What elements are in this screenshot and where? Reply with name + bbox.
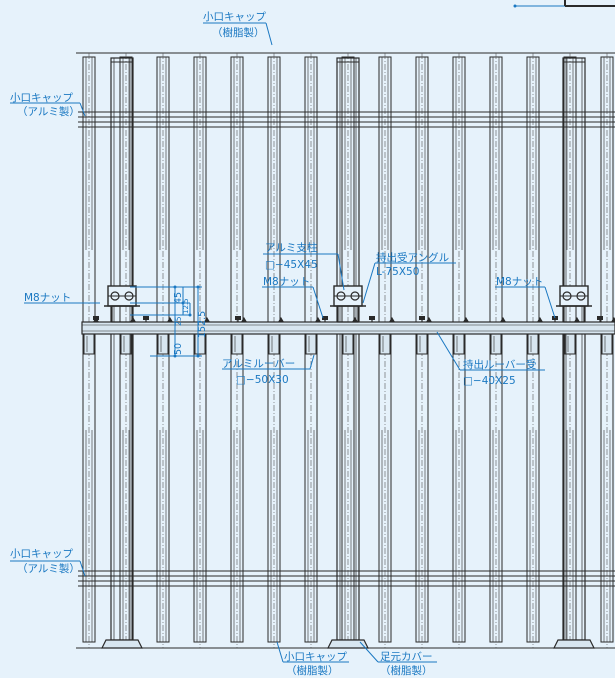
leader-lines — [10, 22, 556, 663]
m8-nut — [322, 316, 328, 320]
label-upper-cap-alu: 小口キャップ — [10, 92, 73, 104]
bolt-head — [352, 317, 358, 322]
foot-cover — [327, 639, 369, 649]
bolt-head — [278, 317, 284, 322]
louver-lower-tab — [83, 331, 95, 355]
m8-nut — [419, 316, 425, 320]
louver-lower-tab — [490, 331, 502, 355]
label-lower-cap-alu: 小口キャップ — [10, 548, 73, 560]
m8-nut — [597, 316, 603, 320]
m8-nut — [369, 316, 375, 320]
post-bracket — [556, 285, 592, 323]
bolt-head — [315, 317, 321, 322]
foot-cover — [101, 639, 143, 649]
louver-lower-tab — [342, 331, 354, 355]
label-lower-cap-alu-material: （アルミ製） — [17, 562, 80, 575]
label-angle-size: L-75X50 — [376, 266, 419, 278]
post-brackets — [104, 285, 592, 323]
louver-lower-tab — [601, 331, 613, 355]
label-top-cap-resin-material: （樹脂製） — [212, 26, 265, 39]
bolt-head — [426, 317, 432, 322]
label-bottom-cap-resin-material: （樹脂製） — [286, 664, 339, 677]
horizontal-rails — [78, 111, 615, 587]
label-m8-nut-center: M8ナット — [263, 276, 310, 288]
louver-lower-tab — [564, 331, 576, 355]
label-foot-cover: 足元カバー — [380, 651, 433, 663]
label-receiver-size: □−40X25 — [463, 375, 516, 387]
label-upper-cap-alu-material: （アルミ製） — [17, 105, 80, 118]
m8-nut — [235, 316, 241, 320]
post-bracket — [330, 285, 366, 323]
louver-lower-tab — [527, 331, 539, 355]
bolt-head — [463, 317, 469, 322]
louver-slat — [304, 53, 318, 648]
m8-nut — [93, 316, 99, 320]
bolt-head — [537, 317, 543, 322]
receiver-beam — [81, 321, 615, 335]
title-box-corner — [513, 0, 615, 8]
foot-covers — [101, 639, 595, 649]
bolt-head — [167, 317, 173, 322]
louver-slats — [82, 53, 614, 648]
bolt-head — [574, 317, 580, 322]
louver-slat — [193, 53, 207, 648]
bolt-head — [611, 317, 615, 322]
label-aluminum-post-size: □−45X45 — [265, 259, 318, 271]
louver-lower-tab — [379, 331, 391, 355]
label-angle: 持出受アングル — [376, 251, 449, 264]
louver-slat — [415, 53, 429, 648]
louver-lower-tab — [231, 331, 243, 355]
louver-lower-tab — [268, 331, 280, 355]
dimension-lines — [130, 285, 202, 358]
bolt-head — [204, 317, 210, 322]
label-bottom-cap-resin: 小口キャップ — [284, 651, 347, 663]
dim-45: 45 — [173, 292, 184, 304]
m8-nut — [143, 316, 149, 320]
dim-152-5: 152.5 — [197, 311, 208, 338]
label-m8-nut-right: M8ナット — [496, 276, 543, 288]
foot-cover — [553, 639, 595, 649]
label-louver-size: □−50X30 — [236, 374, 289, 386]
label-foot-cover-material: （樹脂製） — [380, 664, 433, 677]
label-louver: アルミルーバー — [222, 358, 295, 370]
label-top-cap-resin: 小口キャップ — [203, 11, 266, 23]
louver-lower-tab — [416, 331, 428, 355]
louver-lower-tab — [453, 331, 465, 355]
louver-lower-tab — [120, 331, 132, 355]
bolt-head — [500, 317, 506, 322]
bolt-head — [389, 317, 395, 322]
louver-lower-tab — [305, 331, 317, 355]
label-m8-nut-left: M8ナット — [24, 292, 71, 304]
dim-25: 25 — [174, 316, 183, 326]
bolt-head — [241, 317, 247, 322]
dim-50: 50 — [173, 343, 184, 355]
louver-lower-tab — [157, 331, 169, 355]
label-aluminum-post: アルミ支柱 — [265, 241, 318, 254]
post-bracket — [104, 285, 140, 323]
dim-12-5: 12.5 — [182, 298, 190, 314]
label-receiver: 持出ルーバー受 — [463, 358, 536, 371]
